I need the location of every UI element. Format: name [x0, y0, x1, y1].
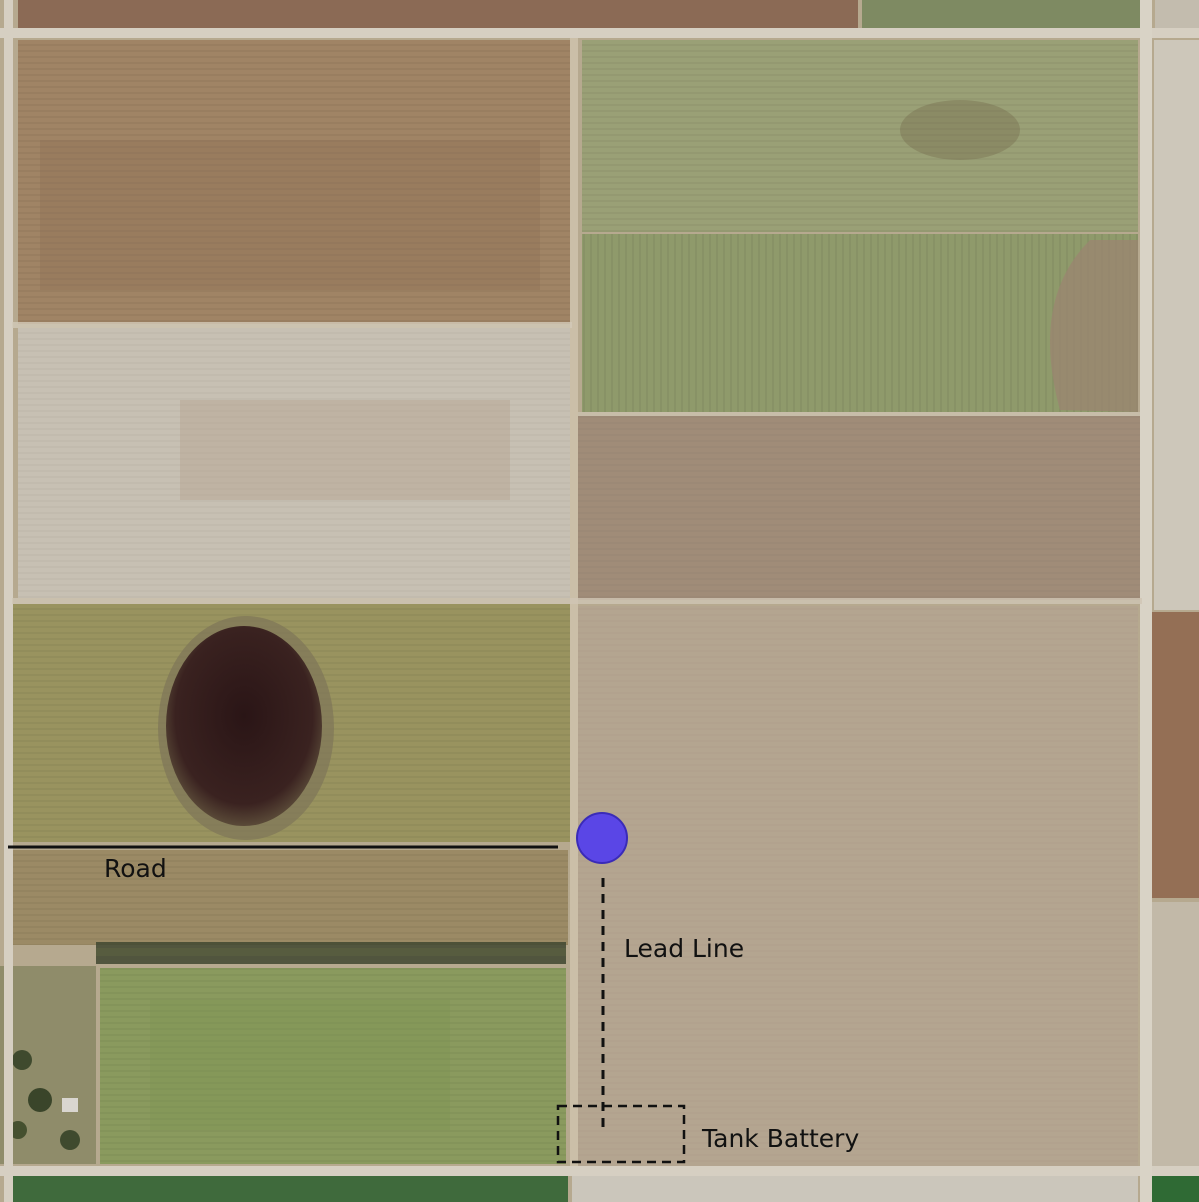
section-road-east [1140, 0, 1152, 1202]
field-bottom-left [12, 1176, 568, 1202]
well-marker[interactable] [576, 812, 628, 864]
tank-battery-outline [556, 1104, 686, 1164]
lead-line-label: Lead Line [624, 934, 745, 963]
road-label: Road [104, 854, 167, 883]
tank-battery-label: Tank Battery [702, 1124, 860, 1153]
section-road-north [0, 28, 1199, 38]
field-top-right-strip [862, 0, 1148, 30]
section-road-west [4, 0, 13, 1202]
field-top-left-strip [18, 0, 858, 28]
section-road-south [0, 1166, 1199, 1176]
